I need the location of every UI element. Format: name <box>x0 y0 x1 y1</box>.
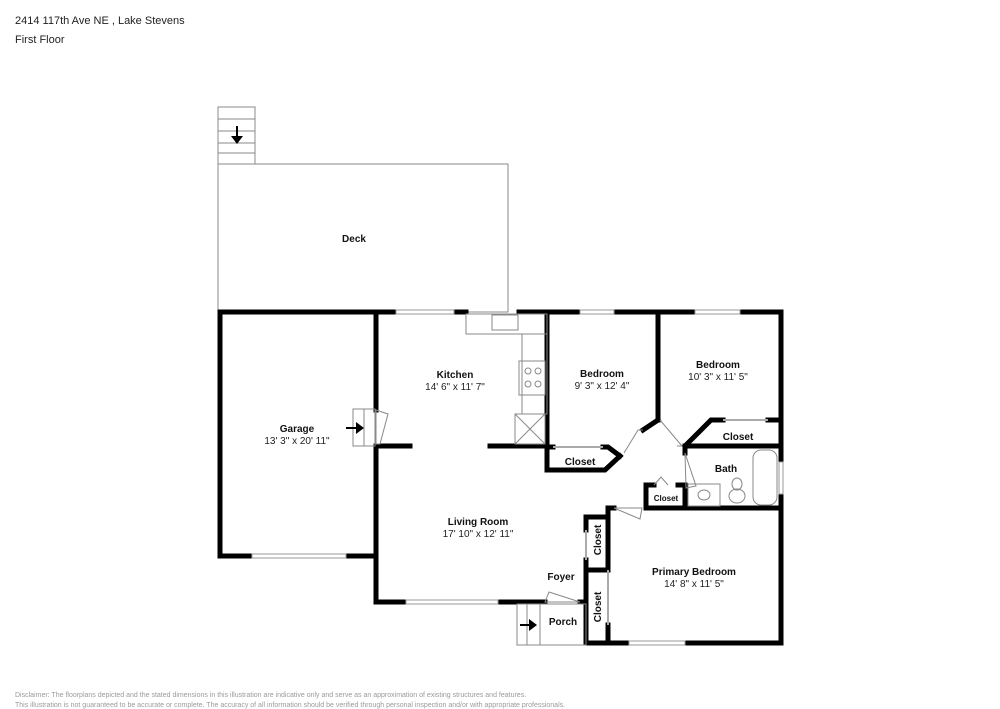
room-label-closet-bedroom-1: Closet <box>565 457 596 468</box>
kitchen-fixtures <box>465 313 548 445</box>
room-dims-primary-bedroom: 14' 8" x 11' 5" <box>664 579 724 590</box>
interior-walls <box>373 309 784 646</box>
refrigerator-icon <box>514 413 546 445</box>
sink-icon <box>491 314 519 331</box>
room-label-closet-primary-2: Closet <box>593 591 604 622</box>
room-label-bath: Bath <box>715 464 737 475</box>
deck-stairs <box>217 106 256 165</box>
room-dims-kitchen: 14' 6" x 11' 7" <box>425 382 485 393</box>
doors <box>375 409 768 625</box>
room-dims-bedroom-2: 10' 3" x 11' 5" <box>688 372 748 383</box>
stove-icon <box>518 360 546 396</box>
room-label-garage: Garage <box>280 424 315 435</box>
porch-structure <box>516 603 587 646</box>
room-label-deck: Deck <box>342 234 366 245</box>
windows <box>251 309 784 646</box>
property-address: 2414 117th Ave NE , Lake Stevens <box>15 15 185 27</box>
room-label-bedroom-2: Bedroom <box>696 360 740 371</box>
room-label-bedroom-1: Bedroom <box>580 369 624 380</box>
room-label-closet-primary-1: Closet <box>593 524 604 555</box>
room-dims-living-room: 17' 10" x 12' 11" <box>443 529 514 540</box>
room-label-closet-hall: Closet <box>654 494 679 503</box>
bathtub-icon <box>752 449 778 506</box>
room-label-primary-bedroom: Primary Bedroom <box>652 567 736 578</box>
room-label-living-room: Living Room <box>448 517 509 528</box>
room-dims-garage: 13' 3" x 20' 11" <box>264 436 330 447</box>
disclaimer-line-2: This illustration is not guaranteed to b… <box>15 702 566 709</box>
arrow-down-icon <box>231 126 243 144</box>
vanity-icon <box>687 483 721 507</box>
room-label-closet-bedroom-2: Closet <box>723 432 754 443</box>
arrow-right-icon <box>520 619 537 631</box>
room-dims-bedroom-1: 9' 3" x 12' 4" <box>575 381 630 392</box>
toilet-icon <box>728 488 746 504</box>
room-label-foyer: Foyer <box>547 572 574 583</box>
bath-fixtures <box>687 449 778 507</box>
arrow-right-icon <box>346 422 364 434</box>
room-label-porch: Porch <box>549 617 577 628</box>
floor-label: First Floor <box>15 34 65 46</box>
garage-step <box>346 408 376 447</box>
room-label-kitchen: Kitchen <box>437 370 474 381</box>
disclaimer-line-1: Disclaimer: The floorplans depicted and … <box>15 692 527 699</box>
sink-icon <box>697 489 711 501</box>
